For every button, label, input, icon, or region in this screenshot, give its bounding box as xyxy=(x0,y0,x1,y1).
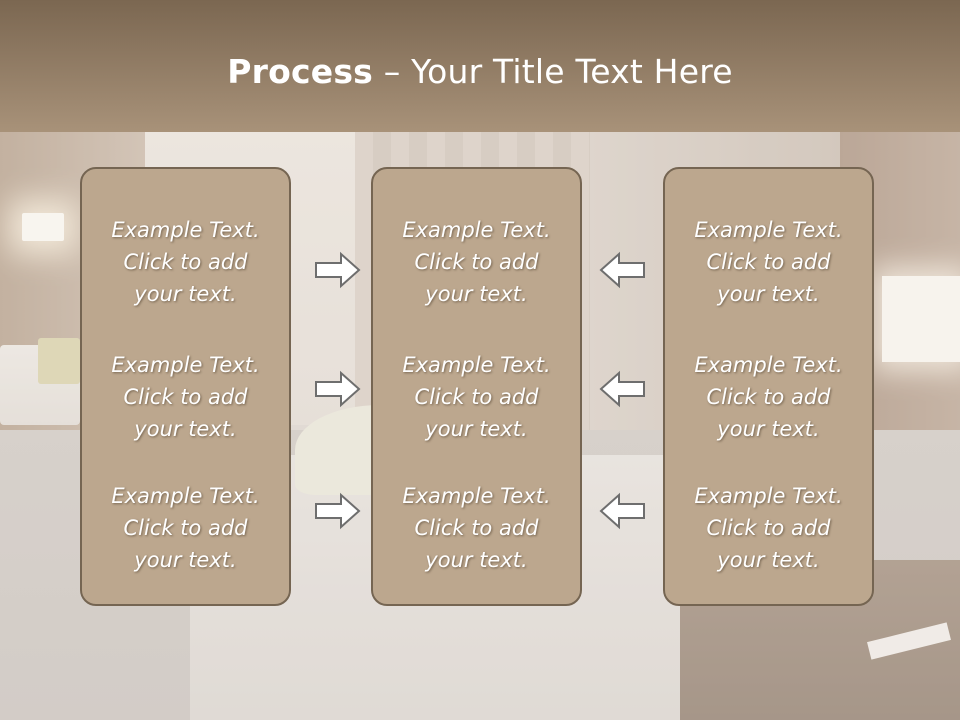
text-item[interactable]: Example Text. Click to add your text. xyxy=(373,349,580,445)
text-box-left[interactable]: Example Text. Click to add your text. Ex… xyxy=(80,167,291,606)
text-line: Example Text. xyxy=(402,218,551,242)
text-line: Example Text. xyxy=(111,218,260,242)
text-line: Click to add xyxy=(706,516,831,540)
text-line: Click to add xyxy=(414,250,539,274)
text-item[interactable]: Example Text. Click to add your text. xyxy=(373,214,580,310)
text-box-middle[interactable]: Example Text. Click to add your text. Ex… xyxy=(371,167,582,606)
text-item[interactable]: Example Text. Click to add your text. xyxy=(82,349,289,445)
text-line: Example Text. xyxy=(694,484,843,508)
text-line: Click to add xyxy=(706,385,831,409)
text-item[interactable]: Example Text. Click to add your text. xyxy=(82,214,289,310)
text-line: Example Text. xyxy=(402,353,551,377)
wall-lamp-left xyxy=(22,213,64,241)
text-box-right[interactable]: Example Text. Click to add your text. Ex… xyxy=(663,167,874,606)
background-cushion xyxy=(38,338,80,384)
slide-title-bold: Process xyxy=(227,52,374,91)
text-line: your text. xyxy=(717,282,820,306)
text-line: your text. xyxy=(425,282,528,306)
text-item[interactable]: Example Text. Click to add your text. xyxy=(373,480,580,576)
arrow-left-icon[interactable] xyxy=(598,492,646,530)
arrow-right-icon[interactable] xyxy=(314,492,362,530)
slide-title[interactable]: Process – Your Title Text Here xyxy=(0,52,960,91)
title-band xyxy=(0,0,960,132)
text-item[interactable]: Example Text. Click to add your text. xyxy=(665,480,872,576)
text-line: your text. xyxy=(134,282,237,306)
text-line: Click to add xyxy=(123,385,248,409)
arrow-right-icon[interactable] xyxy=(314,370,362,408)
text-line: your text. xyxy=(425,417,528,441)
text-line: Click to add xyxy=(123,250,248,274)
text-line: Example Text. xyxy=(694,353,843,377)
text-item[interactable]: Example Text. Click to add your text. xyxy=(665,349,872,445)
arrow-left-icon[interactable] xyxy=(598,251,646,289)
text-line: Example Text. xyxy=(402,484,551,508)
text-line: your text. xyxy=(425,548,528,572)
arrow-right-icon[interactable] xyxy=(314,251,362,289)
floor-lamp-right xyxy=(882,276,960,362)
text-line: your text. xyxy=(134,548,237,572)
slide-title-rest: – Your Title Text Here xyxy=(373,52,733,91)
text-line: Click to add xyxy=(706,250,831,274)
arrow-left-icon[interactable] xyxy=(598,370,646,408)
text-line: Click to add xyxy=(123,516,248,540)
text-line: Click to add xyxy=(414,516,539,540)
text-line: Example Text. xyxy=(111,484,260,508)
text-line: Click to add xyxy=(414,385,539,409)
text-item[interactable]: Example Text. Click to add your text. xyxy=(82,480,289,576)
text-line: Example Text. xyxy=(694,218,843,242)
text-line: your text. xyxy=(717,417,820,441)
text-item[interactable]: Example Text. Click to add your text. xyxy=(665,214,872,310)
text-line: your text. xyxy=(134,417,237,441)
text-line: your text. xyxy=(717,548,820,572)
text-line: Example Text. xyxy=(111,353,260,377)
